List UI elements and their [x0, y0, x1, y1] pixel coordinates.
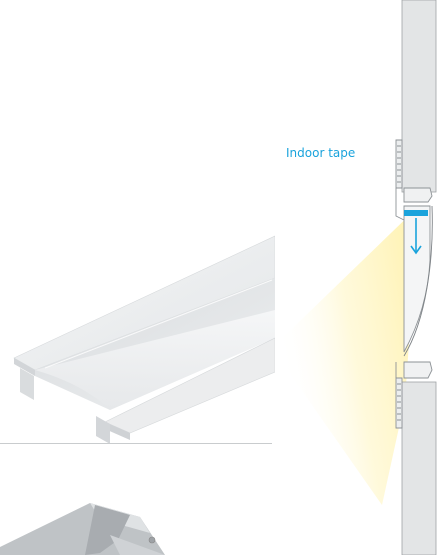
cross-section-diagram	[272, 0, 437, 555]
wall-panel-lower	[401, 381, 437, 555]
bottom-product-photo	[0, 503, 165, 555]
divider-line	[0, 443, 272, 444]
arrow-down-icon	[410, 218, 422, 255]
led-strip	[404, 210, 428, 216]
wall-panel-upper	[401, 0, 437, 193]
top-product-photo	[13, 235, 275, 444]
light-beam	[272, 205, 420, 505]
profile-section	[395, 139, 433, 429]
indoor-tape-label: Indoor tape	[286, 146, 356, 160]
